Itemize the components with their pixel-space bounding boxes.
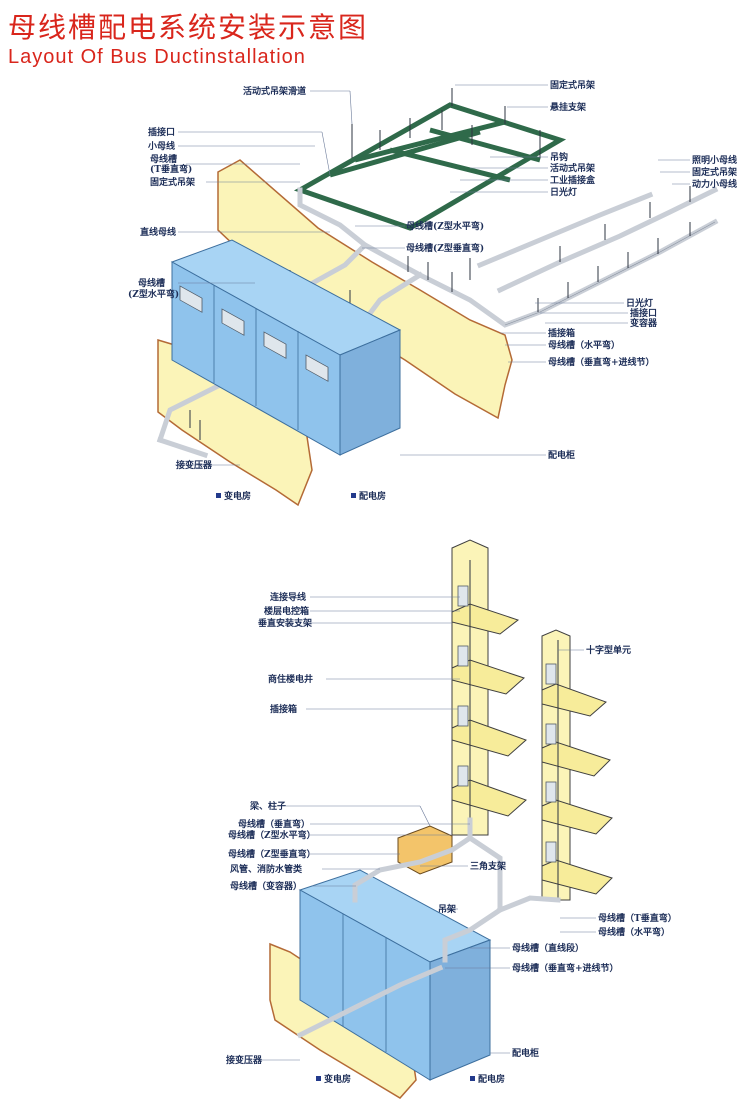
cable-tray-frame: [293, 102, 567, 231]
label-top-22: 变容器: [630, 317, 658, 329]
label-top-25: 母线槽（垂直弯+进线节）: [548, 356, 655, 368]
label-bottom-16: 母线槽（直线段）: [512, 942, 584, 954]
legend-square-icon: [316, 1076, 321, 1081]
label-top-1: 固定式吊架: [550, 79, 595, 91]
legend-square-icon: [351, 493, 356, 498]
hanger-rods: [351, 88, 541, 158]
label-top-16: 母线槽(Z型水平弯): [406, 220, 484, 232]
legend-top-1: 配电房: [359, 490, 386, 502]
top-leader-lines: [175, 84, 690, 466]
bus-duct-bottom: [296, 817, 561, 1039]
label-top-6: (T垂直弯): [150, 163, 192, 175]
label-top-24: 母线槽（水平弯）: [548, 339, 620, 351]
riser-shaft-right: [541, 629, 613, 901]
label-top-2: 悬挂支架: [549, 101, 586, 113]
label-bottom-2: 垂直安装支架: [258, 617, 312, 629]
label-top-8: 吊钩: [550, 151, 568, 163]
label-bottom-13: 吊架: [438, 903, 456, 915]
label-bottom-14: 母线槽（T垂直弯）: [598, 912, 677, 924]
label-bottom-10: 风管、消防水管类: [230, 863, 303, 875]
label-bottom-8: 母线槽（Z型水平弯）: [228, 829, 316, 841]
label-bottom-19: 配电柜: [512, 1047, 539, 1059]
top-diagram: 活动式吊架滑道 固定式吊架 悬挂支架 插接口 小母线 母线槽 (T垂直弯) 固定…: [128, 79, 737, 507]
label-top-27: 接变压器: [176, 459, 213, 471]
label-top-7: 固定式吊架: [150, 176, 195, 188]
label-top-5: 母线槽: [150, 153, 177, 165]
label-top-12: 照明小母线: [692, 154, 737, 166]
label-top-10: 工业插接盒: [550, 174, 596, 186]
bottom-leader-lines: [260, 596, 596, 1061]
legend-bottom-0: 变电房: [324, 1073, 351, 1085]
label-bottom-9: 母线槽（Z型垂直弯）: [228, 848, 316, 860]
label-bottom-17: 母线槽（垂直弯+进线节）: [512, 962, 619, 974]
label-top-19: (Z型水平弯): [128, 288, 179, 300]
label-bottom-11: 母线槽（变容器）: [230, 880, 302, 892]
label-top-13: 固定式吊架: [692, 166, 737, 178]
label-bottom-18: 接变压器: [226, 1054, 263, 1066]
label-bottom-5: 插接箱: [270, 703, 297, 715]
legend-bottom-1: 配电房: [478, 1073, 505, 1085]
label-top-18: 母线槽: [138, 277, 165, 289]
label-top-20: 日光灯: [626, 297, 653, 309]
switchgear-cabinets: [170, 239, 402, 456]
label-bottom-6: 梁、柱子: [249, 800, 286, 812]
label-top-0: 活动式吊架滑道: [243, 85, 306, 97]
bottom-diagram: 连接导线 楼层电控箱 垂直安装支架 十字型单元 商住楼电井 插接箱 梁、柱子 母…: [226, 539, 677, 1099]
label-top-23: 插接箱: [548, 327, 575, 339]
label-bottom-15: 母线槽（水平弯）: [598, 926, 670, 938]
label-top-21: 插接口: [630, 307, 657, 319]
label-top-17: 母线槽(Z型垂直弯): [406, 242, 484, 254]
label-top-14: 动力小母线: [692, 178, 737, 190]
label-top-9: 活动式吊架: [550, 162, 595, 174]
label-top-11: 日光灯: [550, 186, 577, 198]
legend-square-icon: [470, 1076, 475, 1081]
legend-top-0: 变电房: [224, 490, 251, 502]
label-top-3: 插接口: [148, 126, 175, 138]
label-bottom-4: 商住楼电井: [268, 673, 313, 685]
label-bottom-1: 楼层电控箱: [264, 605, 309, 617]
label-bottom-12: 三角支架: [470, 860, 506, 872]
label-top-15: 直线母线: [140, 226, 176, 238]
riser-shaft-left: [451, 539, 527, 836]
label-bottom-0: 连接导线: [270, 591, 306, 603]
label-bottom-7: 母线槽（垂直弯）: [238, 818, 310, 830]
legend-square-icon: [216, 493, 221, 498]
page-subtitle: Layout Of Bus Ductinstallation: [8, 46, 306, 68]
label-bottom-3: 十字型单元: [586, 644, 631, 656]
label-top-4: 小母线: [147, 140, 175, 152]
label-top-26: 配电柜: [548, 449, 575, 461]
page-title: 母线槽配电系统安装示意图: [8, 11, 369, 44]
